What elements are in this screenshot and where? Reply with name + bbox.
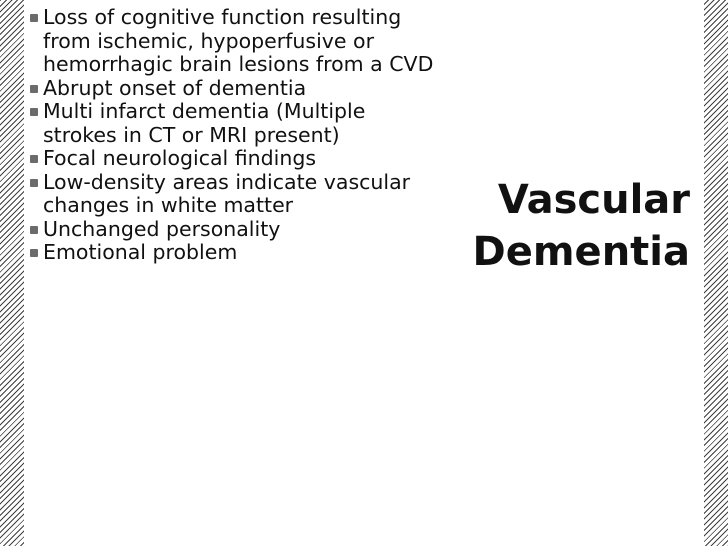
bullet-text-4: Focal neurological findings [43,146,317,170]
bullet-item-3: Multi infarct dementia (Multiple strokes… [30,99,440,147]
bullet-text-7: Emotional problem [43,240,238,264]
square-bullet-icon [30,108,38,116]
bullet-text-2: Abrupt onset of dementia [43,75,307,100]
slide-content: Loss of cognitive function resulting fro… [24,0,704,546]
bullet-text-3: Multi infarct dementia (Multiple strokes… [43,99,366,147]
square-bullet-icon [30,249,38,257]
right-hatched-border [702,0,728,546]
bullet-item-6: Unchanged personality [30,216,440,242]
left-hatched-border [0,0,26,546]
bullet-item-4: Focal neurological findings [30,146,440,171]
square-bullet-icon [30,155,38,163]
bullet-item-5: Low-density areas indicate vascular chan… [30,169,440,218]
square-bullet-icon [30,178,38,187]
square-bullet-icon [30,225,38,234]
bullet-text-1: Loss of cognitive function resulting fro… [43,5,434,76]
slide-title-line-1: Vascular [497,177,690,223]
square-bullet-icon [30,84,38,93]
bullet-item-1: Loss of cognitive function resulting fro… [30,5,440,77]
square-bullet-icon [30,14,38,22]
bullet-list: Loss of cognitive function resulting fro… [30,5,440,265]
bullet-item-7: Emotional problem [30,240,440,265]
slide-title-line-2: Dementia [472,229,690,275]
bullet-text-5: Low-density areas indicate vascular chan… [43,169,411,217]
bullet-item-2: Abrupt onset of dementia [30,75,440,101]
bullet-text-6: Unchanged personality [43,216,281,241]
slide-title: Vascular Dementia [444,174,690,278]
